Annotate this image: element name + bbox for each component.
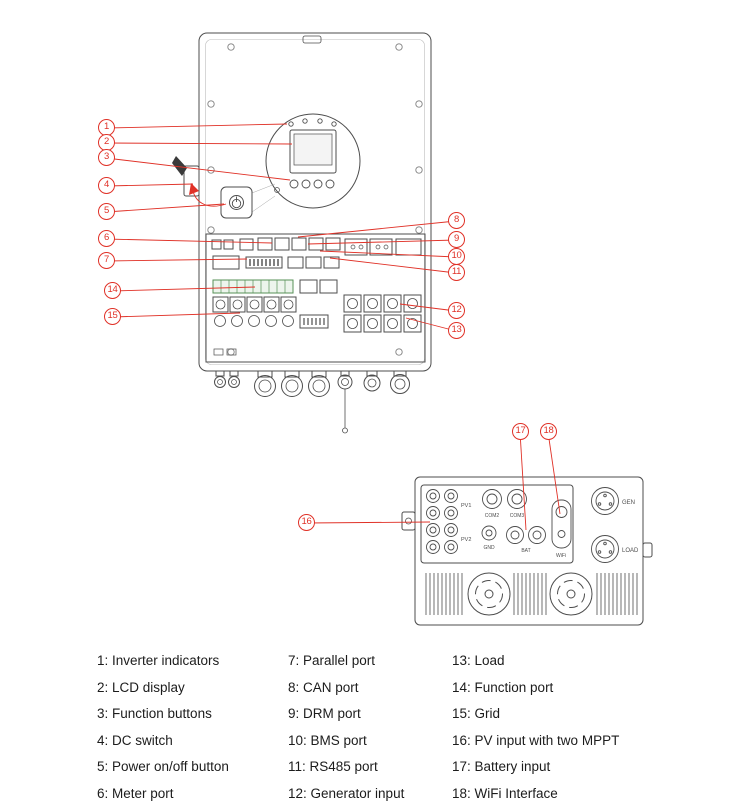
port-label-com3: COM3 [510, 513, 525, 519]
leader-lines [106, 124, 560, 530]
gnd-terminal [482, 526, 496, 540]
callout-10: 10 [448, 248, 465, 265]
connector-panel [421, 485, 573, 563]
wifi-port [552, 500, 571, 548]
legend-item: 18: WiFi Interface [452, 786, 747, 812]
legend-item: 5: Power on/off button [97, 759, 282, 786]
legend-item: 13: Load [452, 653, 747, 680]
legend-item: 7: Parallel port [288, 653, 448, 680]
callout-13: 13 [448, 322, 465, 339]
callout-5: 5 [98, 203, 115, 220]
port-label-com2: COM2 [485, 513, 500, 519]
callout-6: 6 [98, 230, 115, 247]
com2-port [483, 490, 502, 509]
grid-terminals [213, 297, 296, 327]
legend-item: 17: Battery input [452, 759, 747, 786]
legend-item: 14: Function port [452, 680, 747, 707]
bottom-view: PV1 PV2 COM2 COM3 GND BAT [402, 477, 652, 625]
vent-slots-left [426, 573, 462, 615]
port-label-pv2: PV2 [461, 537, 471, 543]
inverter-indicator-leds [289, 119, 336, 126]
legend-item: 2: LCD display [97, 680, 282, 707]
cable-glands [215, 371, 410, 433]
legend-column-3: 13: Load 14: Function port 15: Grid 16: … [452, 653, 747, 812]
legend-item: 3: Function buttons [97, 706, 282, 733]
fan-left [468, 573, 510, 615]
port-label-bat: BAT [521, 548, 530, 554]
legend-column-1: 1: Inverter indicators 2: LCD display 3:… [97, 653, 282, 812]
legend-column-2: 7: Parallel port 8: CAN port 9: DRM port… [288, 653, 448, 812]
port-label-pv1: PV1 [461, 503, 471, 509]
legend-item: 12: Generator input [288, 786, 448, 812]
load-port [592, 536, 619, 563]
vent-slots-middle [514, 573, 546, 615]
callout-4: 4 [98, 177, 115, 194]
callout-7: 7 [98, 252, 115, 269]
parallel-port [240, 239, 253, 250]
legend-item: 1: Inverter indicators [97, 653, 282, 680]
mounting-tab [402, 512, 415, 530]
port-label-gnd: GND [483, 545, 495, 551]
legend-item: 15: Grid [452, 706, 747, 733]
port-label-wifi: WiFi [556, 553, 566, 559]
callout-11: 11 [448, 264, 465, 281]
callout-12: 12 [448, 302, 465, 319]
rs485-port [326, 238, 340, 250]
callout-17: 17 [512, 423, 529, 440]
function-port [213, 280, 293, 293]
power-button [221, 184, 280, 218]
legend-item: 11: RS485 port [288, 759, 448, 786]
legend-item: 10: BMS port [288, 733, 448, 760]
legend-item: 4: DC switch [97, 733, 282, 760]
legend-item: 16: PV input with two MPPT [452, 733, 747, 760]
callout-16: 16 [298, 514, 315, 531]
fan-right [550, 573, 592, 615]
drm-port [292, 238, 306, 250]
callout-9: 9 [448, 231, 465, 248]
callout-8: 8 [448, 212, 465, 229]
generator-load-terminals [344, 295, 421, 332]
can-port [275, 238, 289, 250]
front-view [172, 33, 431, 433]
callout-18: 18 [540, 423, 557, 440]
function-buttons [290, 180, 334, 188]
port-label-load: LOAD [622, 548, 639, 554]
callout-3: 3 [98, 149, 115, 166]
gen-port [592, 488, 619, 515]
legend-item: 8: CAN port [288, 680, 448, 707]
callout-14: 14 [104, 282, 121, 299]
port-label-gen: GEN [622, 500, 635, 506]
callout-15: 15 [104, 308, 121, 325]
terminal-panel [206, 234, 425, 362]
legend-item: 6: Meter port [97, 786, 282, 812]
vent-slots-right [597, 573, 637, 615]
pv-input-connectors [427, 490, 458, 554]
lcd-display [290, 130, 336, 173]
legend-item: 9: DRM port [288, 706, 448, 733]
